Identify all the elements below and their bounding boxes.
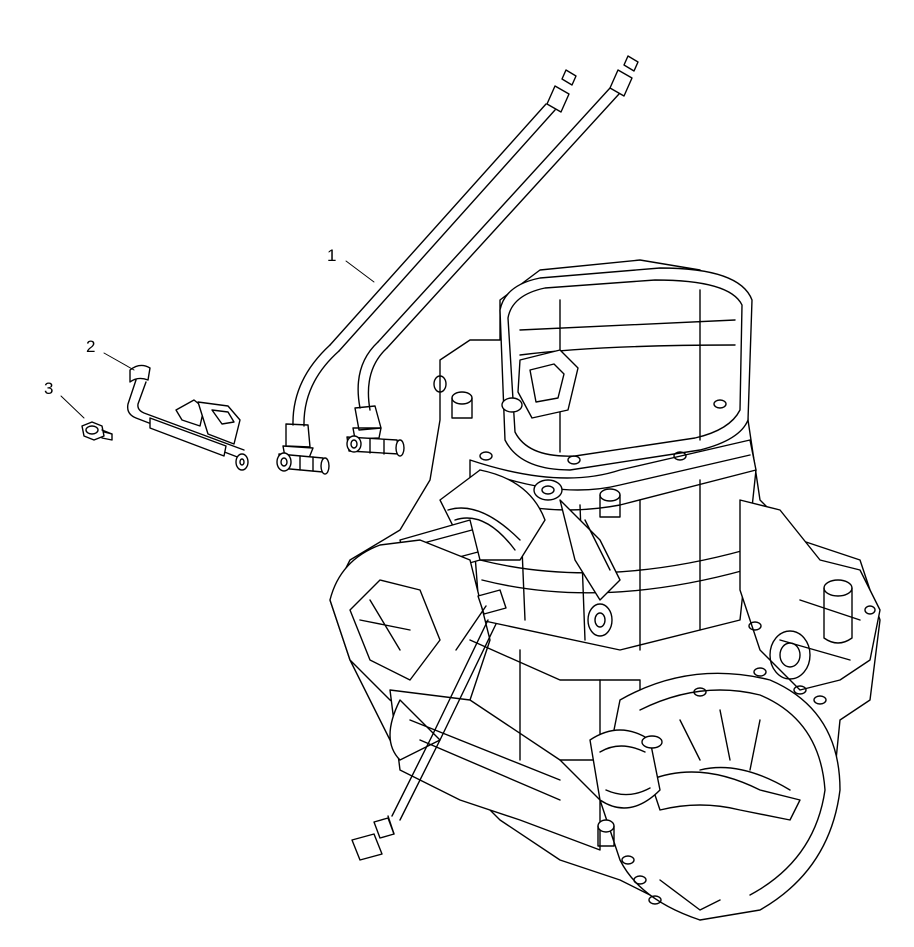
fuel-rail <box>128 365 248 470</box>
callout-1: 1 <box>327 246 337 265</box>
spark-plug-wire-right <box>347 56 638 456</box>
leader-lines <box>61 261 374 418</box>
bolt <box>82 422 112 440</box>
callout-2: 2 <box>86 337 96 356</box>
spark-plug-wire-left <box>277 70 576 474</box>
engine-block <box>330 260 880 920</box>
callout-3: 3 <box>44 379 54 398</box>
